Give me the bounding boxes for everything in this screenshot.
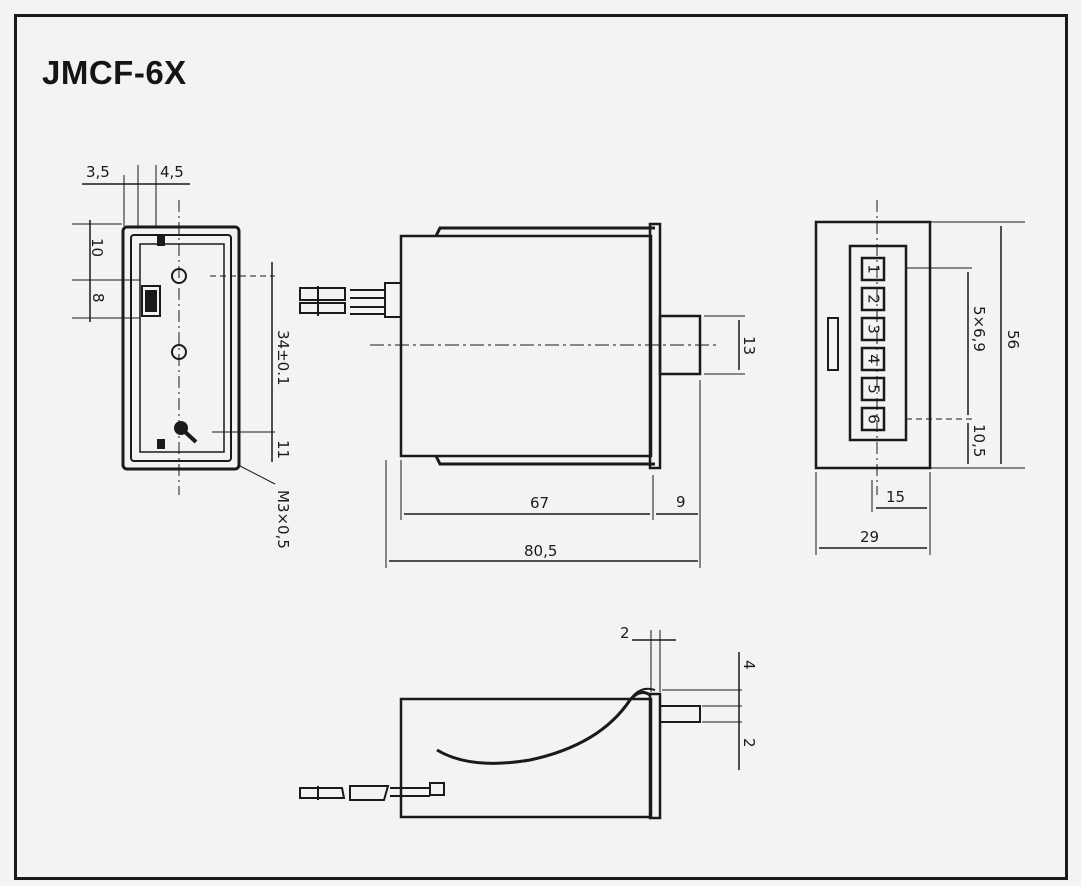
dim-5x6-9: 5×6,9 [970,306,988,352]
front-view [814,200,1025,555]
counter-digit-box [860,346,886,372]
counter-digit: 2 [865,294,883,304]
counter-digit-box [860,316,886,342]
counter-digit-box [860,256,886,282]
terminal-connector [141,285,161,317]
terminal-hole-middle [171,344,187,360]
counter-digits: 1 2 3 4 5 6 [860,256,886,432]
dim-56: 56 [1004,330,1022,349]
dim-8: 8 [89,293,107,303]
dim-15: 15 [886,488,905,506]
drawing-frame [14,14,1068,880]
front-view-reset-slot [827,317,839,371]
dim-3-5: 3,5 [86,163,110,181]
side-view-terminal-block [384,282,402,318]
counter-digit-box [860,406,886,432]
dim-10: 10 [88,238,106,257]
front-view-body [814,220,932,470]
terminal-hole-top [171,268,187,284]
dim-34: 34±0.1 [274,330,292,386]
top-view [299,630,742,820]
dim-m3: M3×0,5 [274,490,292,549]
top-view-front-bezel [648,692,662,820]
dim-9: 9 [676,493,686,511]
counter-digit: 3 [865,324,883,334]
counter-digit: 5 [865,384,883,394]
dim-11: 11 [274,440,292,459]
counter-digit-box [860,376,886,402]
side-view [299,222,745,568]
counter-digit: 6 [865,414,883,424]
end-view-plate [139,243,225,453]
dim-4-5: 4,5 [160,163,184,181]
top-view-body [399,697,653,819]
end-view-outer [121,225,241,471]
counter-digit-box [860,286,886,312]
counter-digit: 1 [865,264,883,274]
dim-4: 4 [740,660,758,670]
side-view-body [399,234,653,458]
drawing-title: JMCF-6X [42,54,187,91]
end-view [72,165,276,495]
top-view-reset-knob [659,705,701,723]
dim-2-top: 2 [620,624,630,642]
end-view-inner [130,234,232,462]
counter-digit: 4 [865,354,883,364]
dim-67: 67 [530,494,549,512]
dim-13: 13 [740,336,758,355]
dim-80-5: 80,5 [524,542,557,560]
dim-2-side: 2 [740,738,758,748]
front-view-window [848,244,908,442]
dim-10-5: 10,5 [970,424,988,457]
dim-29: 29 [860,528,879,546]
